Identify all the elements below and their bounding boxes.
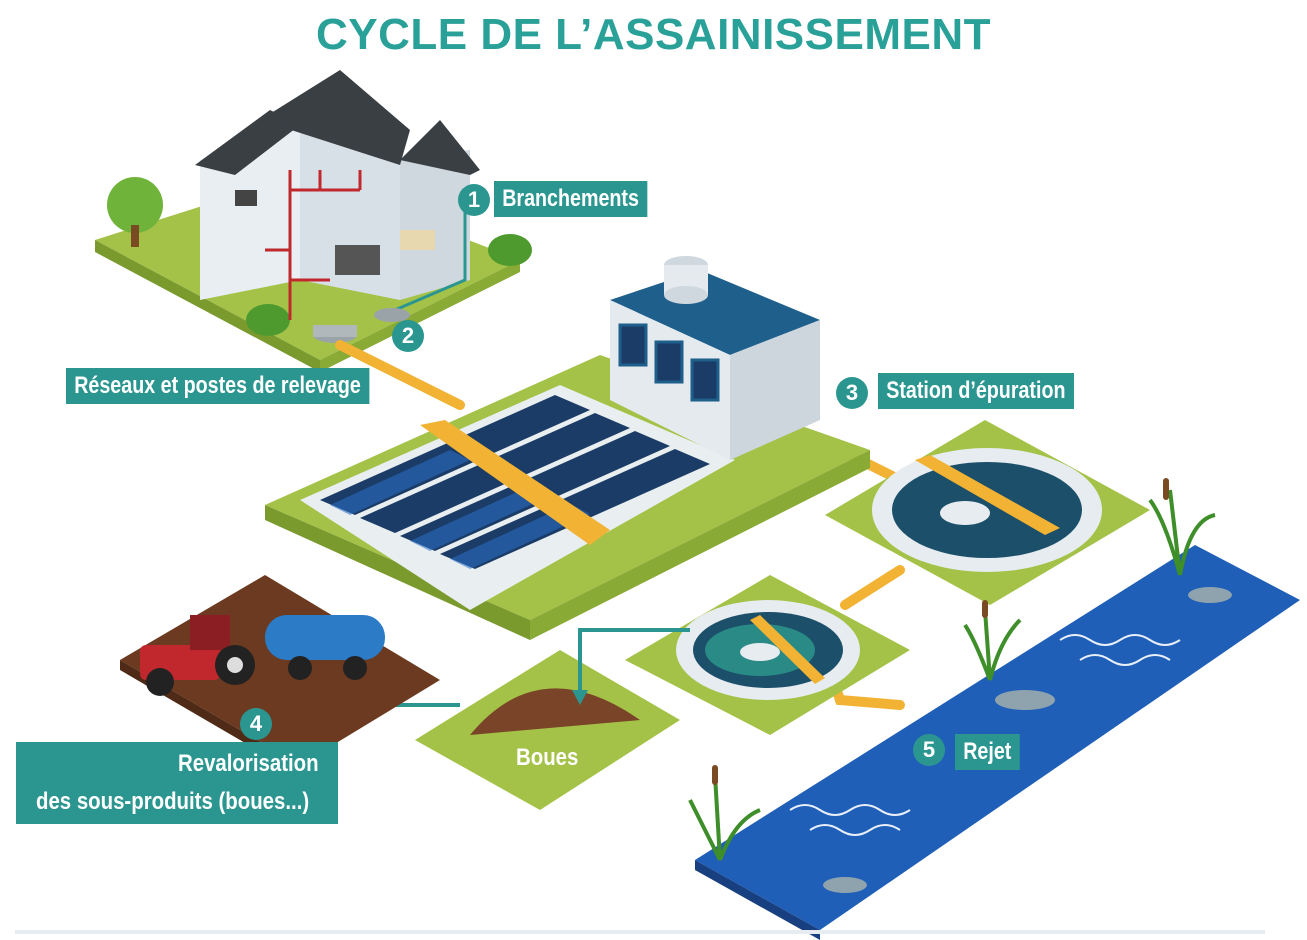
step-4-label-line1: Revalorisation	[178, 750, 319, 777]
step-4-number: 4	[240, 708, 272, 740]
reeds-icon	[688, 489, 1216, 861]
step-5-number: 5	[913, 734, 945, 766]
step-1-number: 1	[458, 184, 490, 216]
step-4-label-line2: des sous-produits (boues...)	[36, 788, 310, 815]
station-building-icon	[610, 256, 820, 460]
step-1-label: Branchements	[494, 181, 648, 217]
fish-icon	[823, 587, 1232, 893]
step-4-label-box: Revalorisation des sous-produits (boues.…	[16, 742, 338, 824]
clarifier-tank	[825, 420, 1150, 605]
page-title: CYCLE DE L’ASSAINISSEMENT	[315, 10, 992, 59]
step-3-label: Station d’épuration	[878, 373, 1074, 409]
sludge-label: Boues	[516, 744, 579, 771]
house-icon	[195, 70, 480, 343]
tree-icon	[107, 177, 163, 233]
step-2-number: 2	[392, 320, 424, 352]
bridge-icon	[420, 420, 610, 545]
sludge-pile-icon	[470, 688, 640, 735]
tractor-icon	[140, 615, 255, 696]
bush-icon	[246, 304, 290, 336]
bush-icon	[488, 234, 532, 266]
step-2-label: Réseaux et postes de relevage	[66, 368, 370, 404]
secondary-tank	[625, 575, 910, 735]
step-5-label: Rejet	[955, 734, 1020, 770]
step-3-number: 3	[836, 377, 868, 409]
tank-trailer-icon	[265, 615, 385, 680]
